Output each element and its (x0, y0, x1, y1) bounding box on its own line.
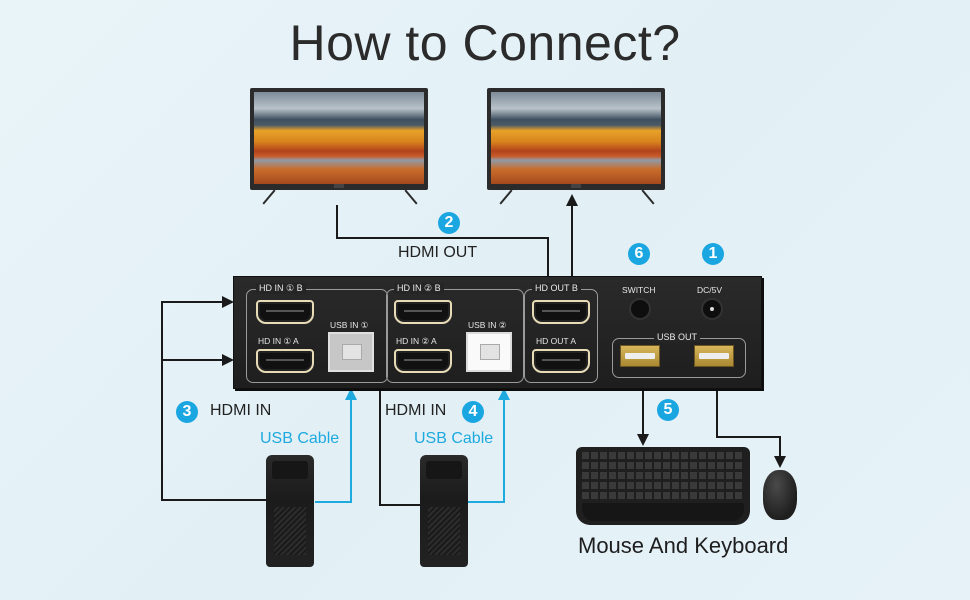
switch-label: SWITCH (622, 285, 656, 295)
monitor-1 (250, 88, 428, 205)
hdmi-in-wire-pc1 (161, 296, 266, 501)
port-label-hd-in-1-a: HD IN ① A (258, 336, 299, 346)
port-label-hd-out-b: HD OUT B (532, 283, 581, 293)
port-label-hd-in-2-a: HD IN ② A (396, 336, 437, 346)
usb-out-wire-mouse (716, 366, 786, 468)
monitor-2 (487, 88, 665, 205)
computer-tower-2 (420, 455, 468, 567)
usb-b-port-in-1[interactable] (328, 332, 374, 372)
step-badge-4: 4 (462, 401, 484, 423)
step-badge-2: 2 (438, 212, 460, 234)
input-group-1 (246, 289, 388, 383)
hdmi-out-wire-tv1 (336, 205, 549, 276)
step-badge-3: 3 (176, 401, 198, 423)
usb-out-label: USB OUT (654, 332, 701, 342)
usb-cable-wire-pc2 (468, 388, 510, 503)
hdmi-port-in-1-a[interactable] (256, 349, 314, 373)
hdmi-in-label-1: HDMI IN (210, 402, 272, 419)
hdmi-port-in-2-b[interactable] (394, 300, 452, 324)
dc-power-jack[interactable] (701, 298, 723, 320)
usb-cable-label-2: USB Cable (414, 430, 494, 447)
step-badge-5: 5 (657, 399, 679, 421)
monitor-logo (571, 184, 581, 188)
tower-top-panel (426, 461, 462, 479)
tower-mesh (274, 507, 306, 555)
hdmi-in-label-2: HDMI IN (385, 402, 447, 419)
tower-mesh (428, 507, 460, 555)
usb-a-port-out-2[interactable] (694, 345, 734, 367)
port-label-usb-in-1: USB IN ① (330, 320, 369, 330)
usb-a-port-out-1[interactable] (620, 345, 660, 367)
peripherals-caption: Mouse And Keyboard (578, 533, 789, 558)
port-label-hd-in-1-b: HD IN ① B (256, 283, 306, 294)
computer-tower-1 (266, 455, 314, 567)
step-badge-1: 1 (702, 243, 724, 265)
hdmi-out-label: HDMI OUT (398, 244, 478, 261)
keyboard-palm-rest (582, 503, 744, 521)
dc-label: DC/5V (697, 285, 723, 295)
switch-button[interactable] (629, 298, 651, 320)
port-label-hd-in-2-b: HD IN ② B (394, 283, 444, 294)
port-label-usb-in-2: USB IN ② (468, 320, 507, 330)
usb-cable-label-1: USB Cable (260, 430, 340, 447)
port-label-hd-out-a: HD OUT A (536, 336, 576, 346)
hdmi-port-out-b[interactable] (532, 300, 590, 324)
mouse (763, 470, 797, 520)
monitor-screen (491, 92, 661, 184)
tower-top-panel (272, 461, 308, 479)
hdmi-port-in-1-b[interactable] (256, 300, 314, 324)
usb-b-port-in-2[interactable] (466, 332, 512, 372)
usb-cable-wire-pc1 (315, 388, 357, 503)
input-group-2 (386, 289, 524, 383)
monitor-screen (254, 92, 424, 184)
monitor-logo (334, 184, 344, 188)
keyboard-keys (582, 452, 744, 500)
kvm-switch-panel: HD IN ① B HD IN ① A USB IN ① HD IN ② B H… (233, 276, 762, 389)
step-badge-6: 6 (628, 243, 650, 265)
hdmi-port-in-2-a[interactable] (394, 349, 452, 373)
hdmi-port-out-a[interactable] (532, 349, 590, 373)
keyboard (576, 447, 750, 525)
page-title: How to Connect? (289, 15, 681, 71)
